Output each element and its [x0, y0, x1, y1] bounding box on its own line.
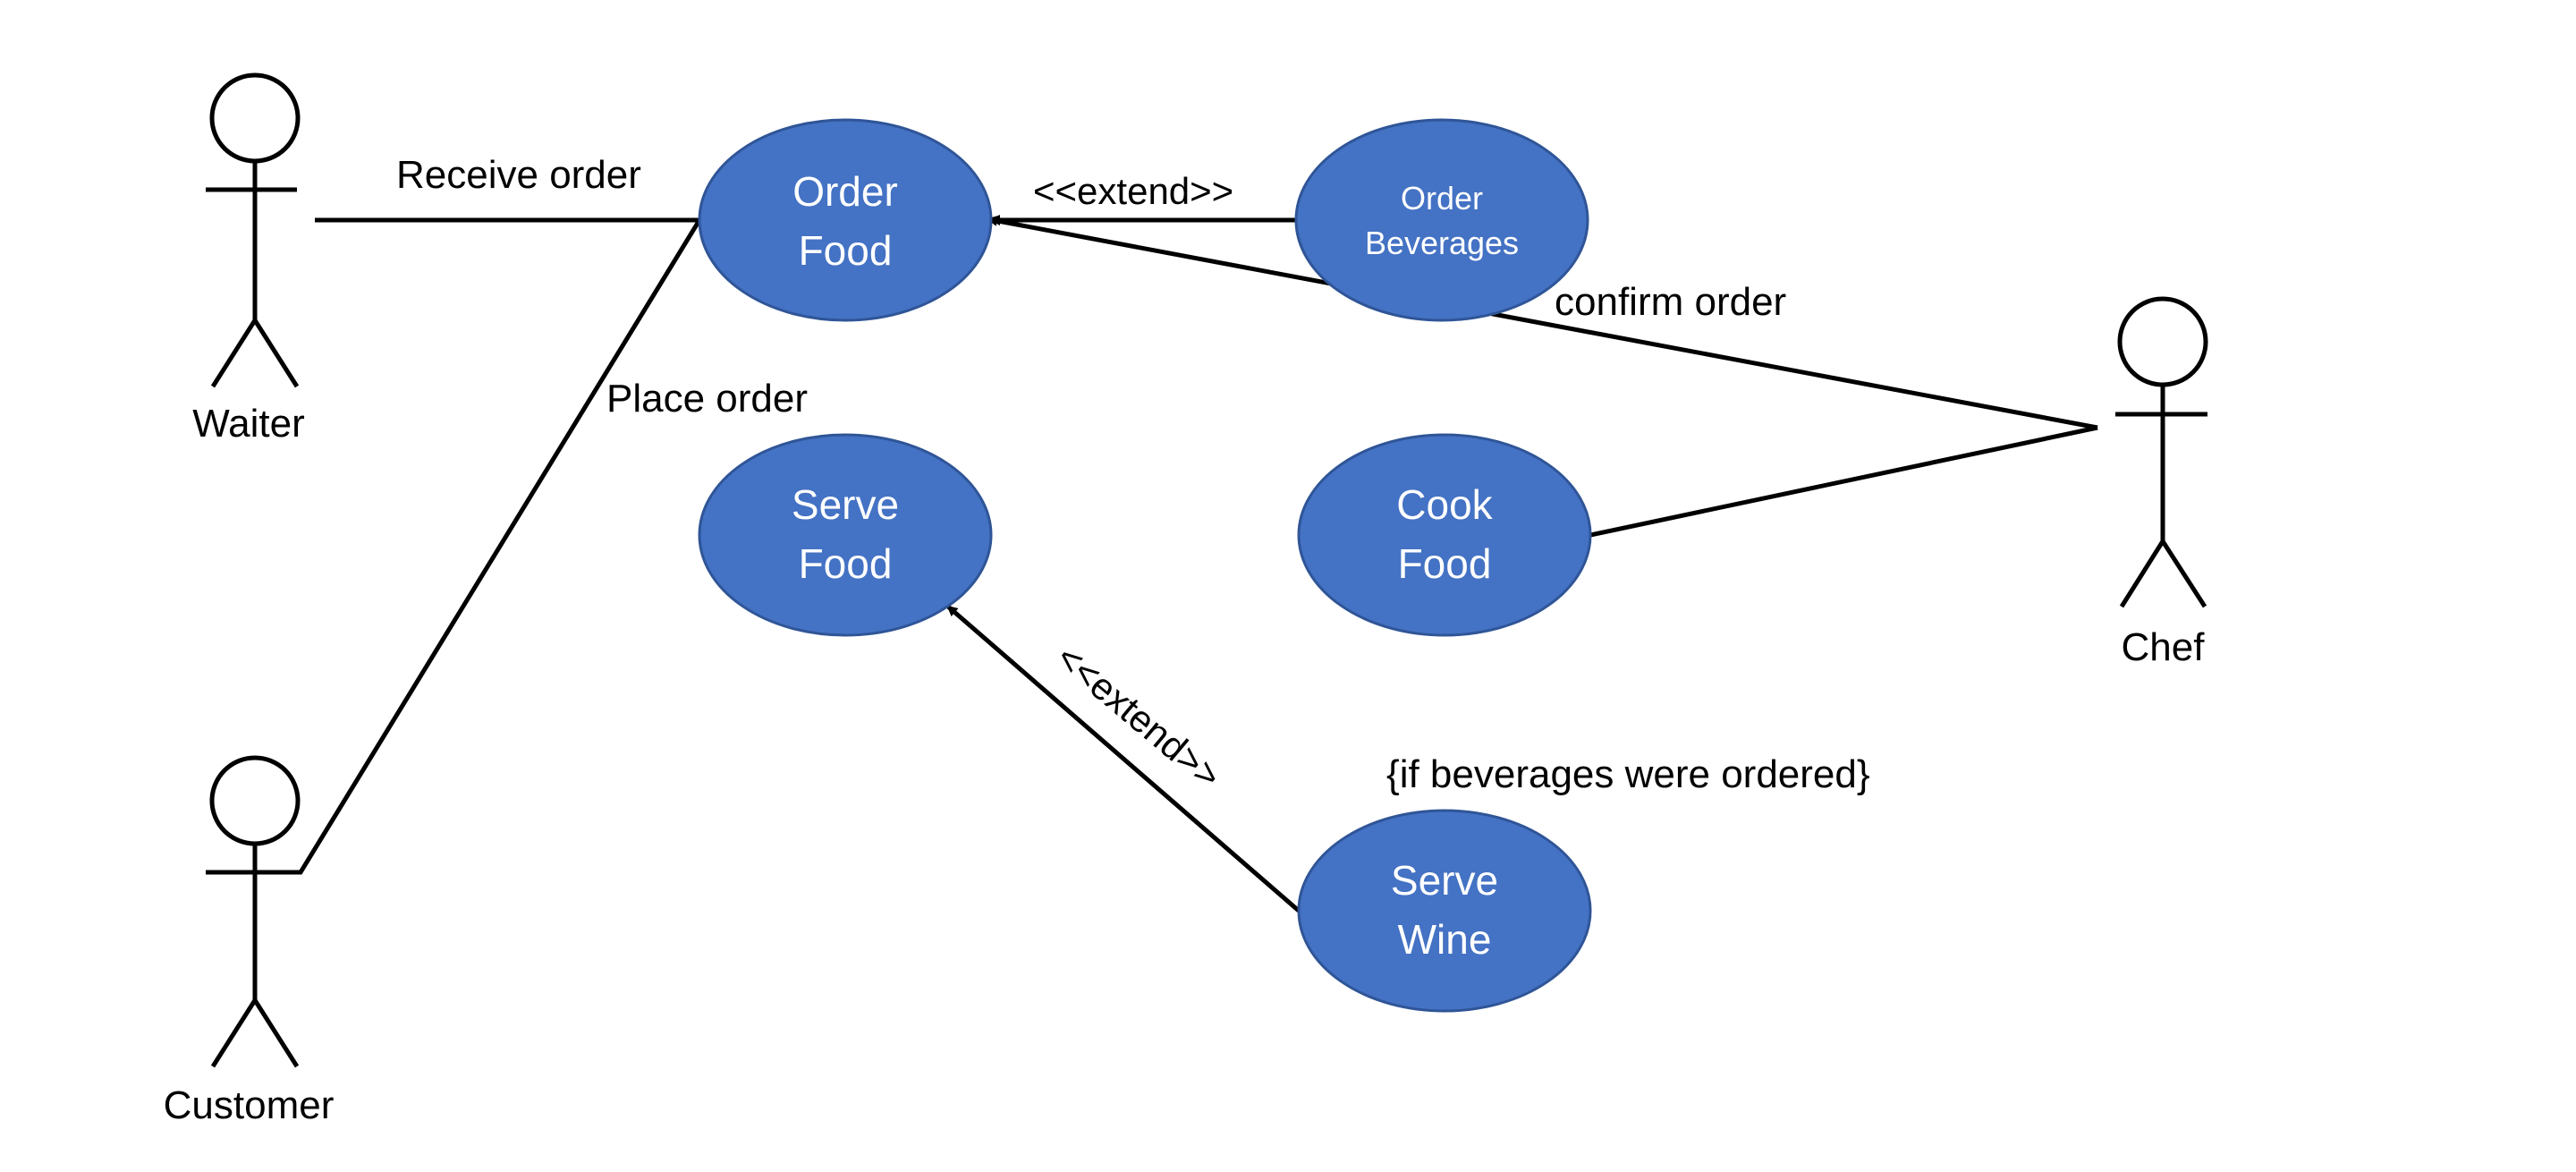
usecase-serve-wine: Serve Wine: [1297, 809, 1592, 1013]
label-receive-order: Receive order: [396, 153, 641, 197]
actor-left-leg: [210, 318, 258, 388]
label-place-order: Place order: [606, 377, 808, 420]
actor-right-leg: [252, 998, 300, 1068]
usecase-label-line1: Order: [792, 168, 898, 215]
usecase-ellipse: [698, 433, 993, 637]
label-extend-order-beverages: <<extend>>: [1033, 170, 1233, 212]
label-condition-beverages: {if beverages were ordered}: [1386, 752, 1870, 796]
usecase-label-line1: Serve: [792, 481, 899, 528]
usecase-label-line2: Food: [1398, 540, 1492, 587]
usecase-order-beverages: Order Beverages: [1294, 118, 1589, 322]
usecase-label-line2: Food: [799, 227, 893, 274]
chef-cook-food-association: [1589, 425, 2098, 538]
label-confirm-order: confirm order: [1555, 280, 1786, 324]
connectors: [208, 215, 2098, 913]
usecase-label-line1: Cook: [1396, 481, 1493, 528]
usecase-ellipse: [698, 118, 993, 322]
chef-confirm-order-association: [987, 215, 2098, 430]
usecase-ellipse: [1294, 118, 1589, 322]
actor-left-leg: [2119, 539, 2165, 608]
actor-head: [209, 755, 301, 846]
usecase-serve-food: Serve Food: [698, 433, 993, 637]
actor-customer: [206, 755, 301, 1068]
usecase-order-food: Order Food: [698, 118, 993, 322]
usecase-ellipse: [1297, 809, 1592, 1013]
usecase-label-line2: Beverages: [1365, 225, 1519, 261]
actor-label-waiter: Waiter: [192, 402, 305, 446]
actor-label-chef: Chef: [2122, 625, 2206, 669]
actor-waiter: [206, 72, 301, 388]
actor-right-leg: [2160, 539, 2207, 608]
usecase-label-line2: Wine: [1398, 916, 1492, 963]
usecase-ellipse: [1297, 433, 1592, 637]
usecase-cook-food: Cook Food: [1297, 433, 1592, 637]
actor-chef: [2115, 296, 2208, 608]
actor-left-leg: [210, 998, 258, 1068]
customer-order-food-association: [208, 218, 702, 875]
actor-head: [2117, 296, 2208, 387]
actor-right-leg: [252, 318, 300, 388]
usecase-label-line2: Food: [799, 540, 893, 587]
usecase-label-line1: Serve: [1391, 857, 1498, 904]
usecase-label-line1: Order: [1401, 180, 1483, 217]
actor-head: [209, 72, 301, 164]
actor-label-customer: Customer: [164, 1083, 335, 1127]
serve-wine-extend-link: [946, 605, 1301, 913]
